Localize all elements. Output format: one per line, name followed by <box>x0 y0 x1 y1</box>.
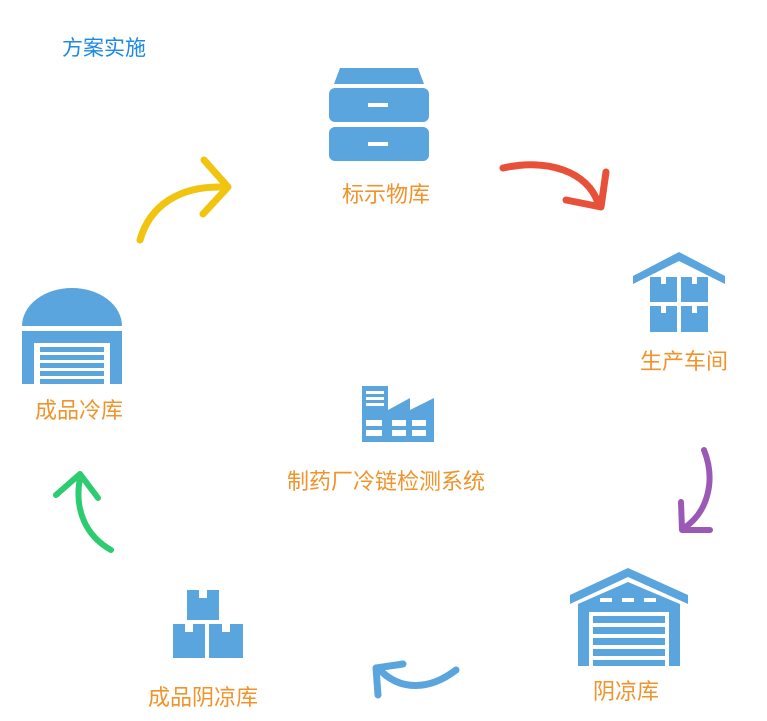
node-label-finished-cold-storage: 成品冷库 <box>35 399 124 424</box>
arrow-yellow <box>136 156 232 244</box>
node-label-cool-storage: 阴凉库 <box>593 680 660 705</box>
arrow-purple <box>678 447 713 533</box>
warehouse-boxes-icon <box>633 252 725 332</box>
node-label-finished-cool-storage: 成品阴凉库 <box>148 686 259 711</box>
center-label: 制药厂冷链检测系统 <box>287 470 486 495</box>
arrow-green <box>53 471 114 553</box>
stacked-boxes-icon <box>173 590 243 658</box>
arrow-red <box>499 161 610 211</box>
garage-warehouse-icon <box>570 568 688 666</box>
dome-warehouse-icon <box>22 288 122 384</box>
node-label-raw-material-warehouse: 标示物库 <box>342 183 431 208</box>
factory-icon <box>362 386 434 442</box>
cabinet-drawers-icon <box>329 68 429 161</box>
page-title: 方案实施 <box>62 36 146 60</box>
node-label-production-workshop: 生产车间 <box>640 350 729 375</box>
arrow-blue <box>372 660 460 699</box>
